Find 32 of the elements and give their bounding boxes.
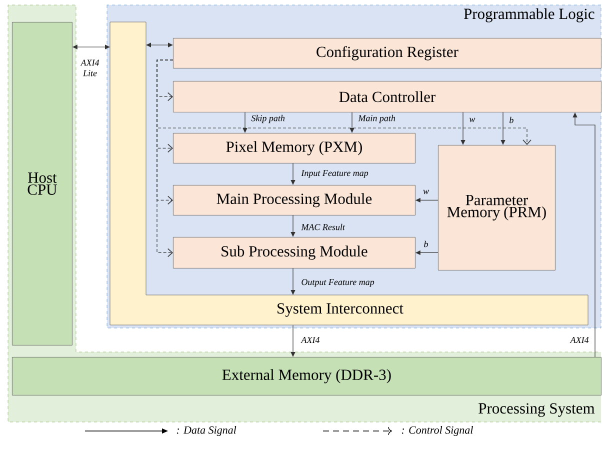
edge-label: Main path bbox=[358, 114, 396, 124]
arrow bbox=[350, 112, 354, 133]
memory-box: Pixel Memory (PXM) bbox=[173, 133, 416, 164]
edge-label: MAC Result bbox=[301, 224, 346, 230]
arrow bbox=[290, 215, 296, 237]
edge-label: AXI4 bbox=[300, 337, 320, 343]
edge-label: w bbox=[469, 118, 476, 122]
edge-label: AXI4 Lite bbox=[80, 60, 100, 76]
controller-box: Data Controller bbox=[173, 81, 602, 112]
arrow bbox=[156, 60, 532, 145]
arrow bbox=[500, 112, 506, 145]
memory-box: External Memory (DDR-3) bbox=[12, 357, 602, 396]
arrow bbox=[290, 325, 296, 357]
edge-label: AXI4 bbox=[570, 337, 589, 343]
register-box: Configuration Register bbox=[173, 38, 602, 68]
edge-label: Output Feature map bbox=[302, 279, 374, 287]
arrow bbox=[242, 112, 248, 133]
module-box: Sub Processing Module bbox=[173, 237, 416, 268]
arrow bbox=[290, 163, 296, 185]
legend-label: : Control Signal bbox=[402, 426, 473, 436]
edge-label: Input Feature map bbox=[301, 170, 368, 178]
arrow bbox=[460, 112, 466, 145]
cpu-box: Host CPU bbox=[12, 22, 72, 346]
module-box: Main Processing Module bbox=[173, 185, 416, 216]
edge-label: w bbox=[423, 190, 429, 194]
legend-label: : Data Signal bbox=[176, 426, 236, 436]
edge-label: Skip path bbox=[251, 114, 285, 124]
memory-box: Parameter Memory (PRM) bbox=[438, 145, 556, 270]
edge-label: b bbox=[510, 116, 514, 124]
arrow bbox=[290, 268, 296, 295]
edge-label: b bbox=[424, 240, 428, 248]
arrow bbox=[146, 42, 173, 48]
